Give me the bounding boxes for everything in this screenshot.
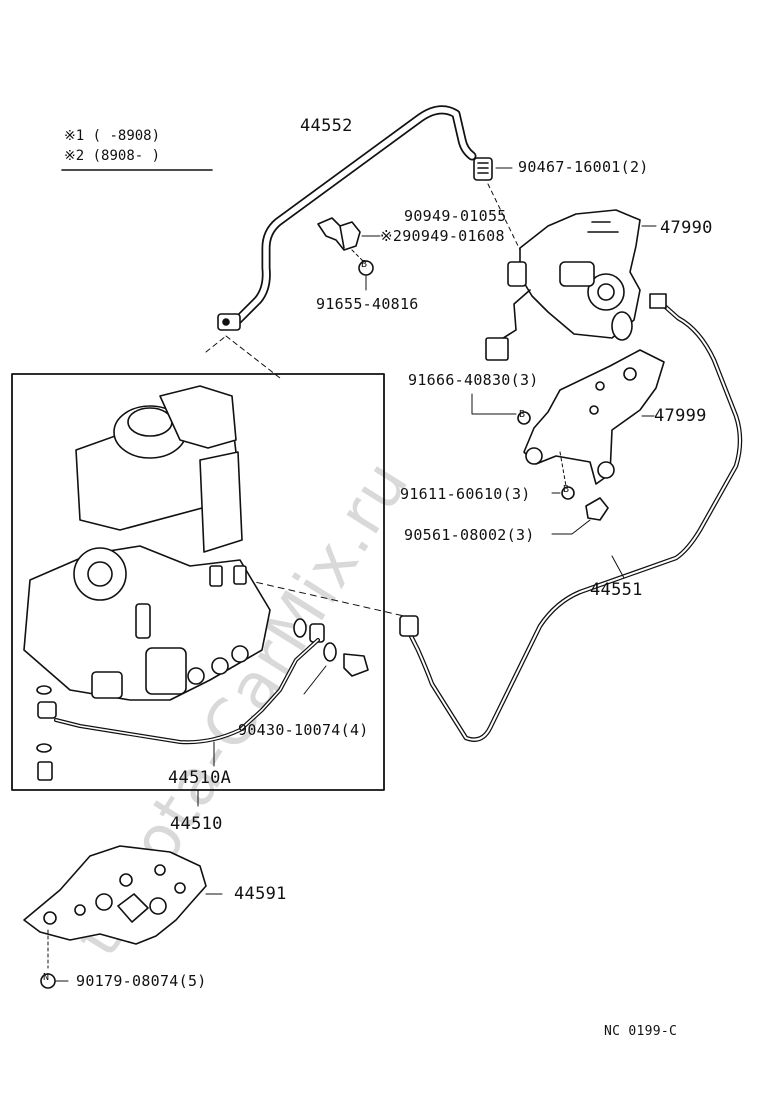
bolt-b-marker-91611 <box>561 486 575 500</box>
fittings-90430 <box>293 618 369 677</box>
legend-mark-2: ※2 <box>64 148 85 164</box>
label-47990: 47990 <box>660 218 713 238</box>
label-90179: 90179-08074(5) <box>76 972 207 990</box>
fittings-left <box>36 685 57 781</box>
marker-b-91666: B <box>519 409 526 420</box>
label-91611: 91611-60610(3) <box>400 485 531 503</box>
legend-mark-1: ※1 <box>64 128 85 144</box>
legend-range-1: ( -8908) <box>92 128 161 144</box>
legend-range-2: (8908- ) <box>92 148 161 164</box>
label-47999: 47999 <box>654 406 707 426</box>
label-44551: 44551 <box>590 580 643 600</box>
legend-row-1: ※1 ( -8908) <box>64 128 160 144</box>
brake-tube-44551 <box>399 293 743 742</box>
label-90430: 90430-10074(4) <box>238 721 369 739</box>
reference-code: NC 0199-C <box>604 1024 678 1039</box>
marker-b-91611: B <box>563 484 570 495</box>
bolt-b-marker-91655 <box>358 260 374 276</box>
hose-44552 <box>231 105 477 327</box>
master-cylinder-44510A <box>23 385 271 701</box>
label-44591: 44591 <box>234 884 287 904</box>
label-90467: 90467-16001(2) <box>518 158 649 176</box>
legend-row-2: ※2 (8908- ) <box>64 148 160 164</box>
clip-90467 <box>473 157 493 181</box>
marker-n-90179: N <box>43 972 50 983</box>
label-44510A: 44510A <box>168 768 232 788</box>
bracket-44591 <box>23 845 207 945</box>
nut-n-marker-90179 <box>40 973 56 989</box>
bracket-90949 <box>317 217 381 251</box>
hose-clamp-44552 <box>217 313 241 331</box>
bolt-b-marker-91666 <box>517 411 531 425</box>
label-90561: 90561-08002(3) <box>404 526 535 544</box>
label-44510: 44510 <box>170 814 223 834</box>
label-91666: 91666-40830(3) <box>408 371 539 389</box>
label-90949-b: ※290949-01608 <box>380 227 505 245</box>
label-44552: 44552 <box>300 116 353 136</box>
cushion-90561 <box>585 497 609 521</box>
label-91655: 91655-40816 <box>316 295 419 313</box>
marker-b-91655: B <box>361 259 368 270</box>
bracket-47999 <box>523 349 665 485</box>
label-90949-a: 90949-01055 <box>404 207 507 225</box>
valve-assembly-47990 <box>485 209 641 361</box>
